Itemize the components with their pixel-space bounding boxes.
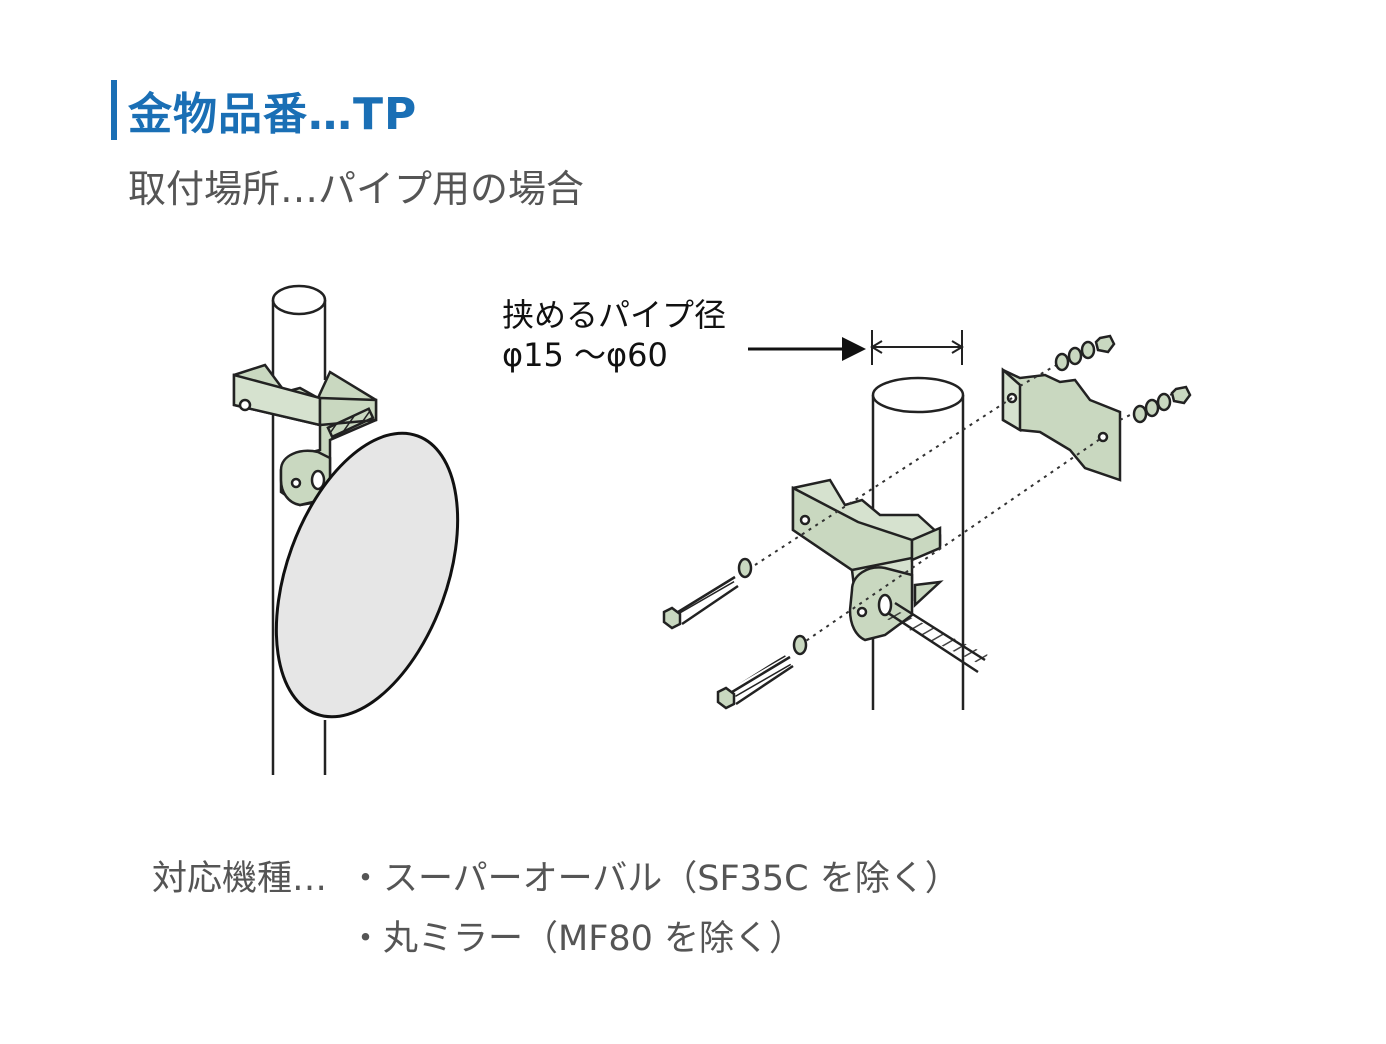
convex-mirror bbox=[274, 431, 460, 719]
right-bracket bbox=[791, 478, 944, 642]
page-title: 金物品番…TP bbox=[128, 89, 418, 140]
left-bolt bbox=[326, 407, 375, 439]
assembled-view bbox=[232, 284, 460, 775]
dimension-arrow bbox=[748, 330, 964, 365]
screws bbox=[662, 557, 808, 710]
compatible-models-label: 対応機種… bbox=[152, 859, 328, 899]
page-subtitle: 取付場所…パイプ用の場合 bbox=[128, 167, 585, 211]
pipe-diameter-caption: 挟めるパイプ径 bbox=[502, 296, 727, 334]
pipe-diameter-label: 挟めるパイプ径 φ15 ～φ60 bbox=[502, 295, 726, 375]
compatible-model-item: ・スーパーオーバル（SF35C を除く） bbox=[348, 859, 960, 899]
title-accent-bar bbox=[111, 80, 117, 140]
nuts-and-washers bbox=[1054, 334, 1192, 424]
compatible-model-item: ・丸ミラー（MF80 を除く） bbox=[348, 919, 804, 959]
clamp-plate bbox=[1001, 367, 1122, 482]
pipe-diameter-range: φ15 ～φ60 bbox=[502, 336, 668, 374]
exploded-view bbox=[662, 330, 1192, 710]
